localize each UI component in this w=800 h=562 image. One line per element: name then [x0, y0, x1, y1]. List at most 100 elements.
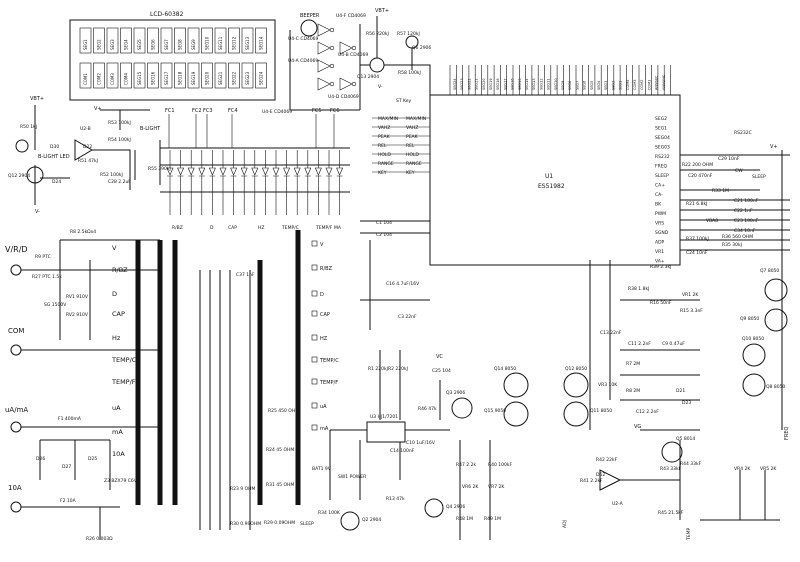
inverter-gate — [339, 41, 353, 55]
u1-pin-label: SEG21 — [475, 78, 479, 90]
r38-label: R38 1.8kJ — [628, 286, 649, 292]
lcd-pin-label: SEG21 — [218, 71, 223, 85]
vrd-jack[interactable] — [10, 264, 22, 276]
q13-label: Q13 2904 — [357, 74, 379, 80]
r15-label: R15 3.3nF — [680, 308, 703, 314]
q3-label: Q3 2906 — [446, 390, 465, 396]
switch-position-label: R/BZ — [112, 266, 128, 274]
lcd-cell — [106, 62, 119, 89]
inverter-bubble — [329, 63, 335, 69]
right-pin-label: VA+ — [655, 259, 665, 265]
u1-pin-label: SEG14 — [525, 78, 529, 90]
q2-symbol — [340, 511, 360, 531]
u1-pin-label: SEG3 — [604, 81, 608, 90]
lcd-cell — [187, 27, 200, 54]
lcd-pin-label: SEG14 — [259, 36, 264, 50]
switch-contact — [311, 310, 318, 317]
lcd-cell — [255, 62, 267, 89]
lcd-pin-label: SEG12 — [232, 36, 237, 50]
d27-label: D27 — [62, 464, 71, 470]
u1-pin-label: SEG23 — [460, 78, 464, 90]
blight-label: B-LIGHT — [140, 126, 161, 132]
switch-contact-label: V — [320, 242, 324, 248]
bat1-label: BAT1 9V — [312, 466, 332, 472]
inverter-gate — [317, 41, 331, 55]
power-section: VBT+ R56 220kJ R57 120kJ Q6 2906 Q13 290… — [357, 8, 431, 105]
vr4-label: VR4 2K — [734, 466, 751, 472]
inverter-gates — [317, 23, 357, 91]
switch-position-label: CAP — [112, 310, 125, 318]
switch-contact-label: TEMP/C — [319, 358, 339, 364]
q5-label: Q5 8014 — [676, 436, 695, 442]
q11-label: Q11 8050 — [590, 408, 612, 414]
lcd-pin-label: COM3 — [110, 73, 115, 85]
key-label: KEY — [378, 170, 387, 176]
vminus-left: V- — [35, 209, 40, 215]
switch-position-label: mA — [112, 428, 123, 436]
uama-jack[interactable] — [10, 421, 22, 433]
fc-rails — [160, 147, 350, 193]
key-pin-label: KEY — [406, 170, 415, 176]
inverter-gate — [317, 23, 331, 37]
c2-label: C2 104 — [376, 232, 392, 238]
lcd-cell — [120, 27, 132, 54]
lcd-cell — [79, 27, 92, 54]
c23-label: C23 100nF — [734, 218, 759, 224]
r2-label: R2 220kJ — [388, 366, 408, 372]
switch-position-label: V — [112, 244, 117, 252]
input-wires — [21, 239, 160, 540]
u1-pin-label: SEG12 — [539, 78, 543, 90]
diode — [240, 167, 248, 177]
inverter-bubble — [351, 81, 357, 87]
r49-label: R49 1M — [484, 516, 501, 522]
lcd-cell — [106, 27, 119, 54]
right-pin-label: SGND — [655, 230, 669, 236]
r47-label: R47 2.2k — [456, 462, 476, 468]
c25-label: C25 104 — [432, 368, 451, 374]
lcd-cell — [214, 62, 227, 89]
lcd-cell — [147, 62, 159, 89]
r46-label: R46 47k — [418, 406, 437, 412]
bottom-wires — [329, 220, 491, 540]
u4f-label: U4-F CD4069 — [336, 13, 366, 19]
analog-wires — [589, 260, 780, 521]
r42-label: R42 22kF — [596, 457, 618, 463]
r45-label: R45 21.5kF — [658, 510, 684, 516]
c13-label: C13 22nF — [600, 330, 622, 336]
u4b-label: U4-B CD4069 — [338, 52, 368, 58]
beeper-wires — [289, 24, 361, 111]
key-pin-label: HOLD — [406, 152, 419, 158]
com-jack[interactable] — [10, 344, 22, 356]
d30-label: D30 — [50, 144, 59, 150]
vbat-left: VBT+ — [30, 96, 44, 102]
fc-bottom-label: CAP — [228, 225, 237, 231]
right-wires — [680, 154, 790, 251]
f2-label: F2 10A — [60, 498, 77, 504]
fc-label: FC6 — [330, 108, 340, 114]
key-label: RANGE — [378, 161, 394, 167]
u1-pin-label: COM4 — [626, 79, 630, 90]
tena-jack[interactable] — [10, 501, 22, 513]
lcd-pin-label: SEG2 — [97, 39, 102, 50]
right-section: RS232C V+ C29 10nF R22 200 OHM C20 470nF… — [680, 130, 790, 440]
u1-pin-label: ANNSEC — [655, 75, 659, 90]
r48-label: R48 1M — [456, 516, 473, 522]
lcd-pin-label: SEG23 — [245, 71, 250, 85]
u1-pin-label: SEG17 — [503, 78, 507, 90]
lcd-pin-label: SEG16 — [151, 71, 156, 85]
right-pin-label: SEG1 — [655, 126, 667, 132]
key-label: REL — [378, 143, 387, 149]
sleep-bottom: SLEEP — [300, 521, 314, 527]
lcd-pin-label: COM1 — [83, 73, 88, 85]
rv1-label: RV1 910V — [66, 294, 89, 300]
diode — [187, 167, 195, 177]
vr1-label: VR1 2K — [682, 292, 699, 298]
switch-contact — [311, 424, 318, 431]
r16-label: R16 50nF — [650, 300, 672, 306]
u1-pin-label: SEG16 — [511, 78, 515, 90]
right-pin-label: PWM — [655, 211, 666, 217]
q3-symbol — [451, 397, 473, 419]
